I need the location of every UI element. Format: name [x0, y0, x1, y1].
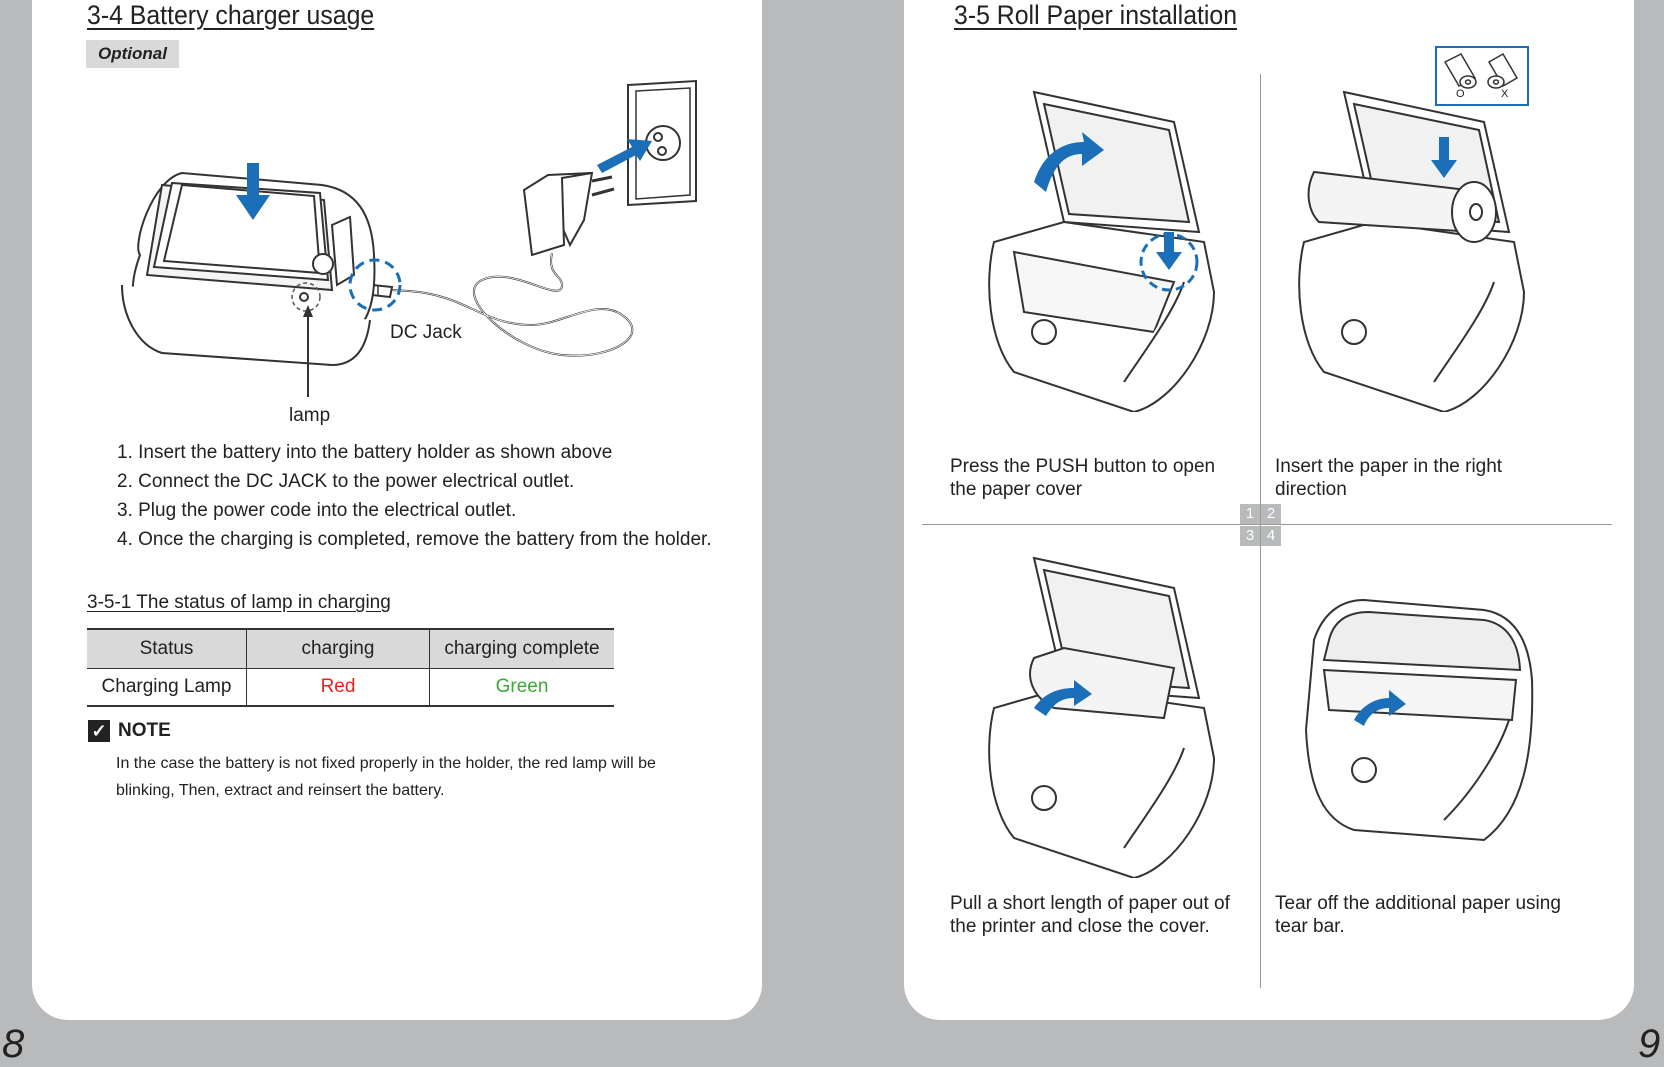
printer-tear-paper-illustration [1304, 598, 1534, 842]
right-page: 3-5 Roll Paper installation 1 2 3 4 O X [904, 0, 1634, 1020]
tear-paper-arrow-icon [1354, 690, 1406, 726]
table-cell: Charging Lamp [87, 668, 247, 707]
table-cell-charging: Red [246, 668, 430, 707]
caption-step-3: Pull a short length of paper out of the … [950, 893, 1230, 937]
note-heading: ✓ NOTE [88, 720, 171, 742]
section-title-roll-paper: 3-5 Roll Paper installation [954, 0, 1238, 30]
grid-number: 4 [1261, 526, 1281, 546]
pull-paper-arrow-icon [1034, 680, 1092, 716]
page-number-right: 9 [1638, 1022, 1661, 1066]
table-cell-complete: Green [429, 668, 614, 707]
lamp-status-table: Status charging charging complete Chargi… [87, 628, 614, 707]
power-adapter [522, 171, 615, 257]
note-title: NOTE [118, 720, 171, 741]
vertical-divider [1260, 74, 1261, 988]
caption-step-2: Insert the paper in the right direction [1275, 456, 1503, 500]
orientation-wrong-mark: X [1501, 88, 1509, 100]
grid-number: 1 [1240, 504, 1260, 524]
horizontal-divider [922, 524, 1612, 525]
dc-jack-label: DC Jack [390, 322, 462, 343]
insert-paper-arrow-icon [1431, 137, 1457, 178]
step-item: 2. Connect the DC JACK to the power elec… [117, 471, 575, 492]
checkmark-icon: ✓ [88, 720, 110, 742]
optional-tag: Optional [86, 40, 179, 68]
printer-pull-paper-illustration [988, 556, 1216, 878]
grid-number: 3 [1240, 526, 1260, 546]
battery-charger-illustration [121, 79, 697, 397]
printer-insert-paper-illustration [1298, 90, 1526, 412]
table-header: charging [246, 628, 430, 669]
plug-arrow-icon [597, 139, 652, 173]
step-item: 1. Insert the battery into the battery h… [117, 442, 613, 463]
open-cover-arrow-icon [1034, 132, 1104, 192]
section-title-battery-charger: 3-4 Battery charger usage [87, 0, 375, 30]
push-arrow-icon [1156, 232, 1182, 270]
orientation-ok-mark: O [1456, 88, 1465, 100]
note-text: In the case the battery is not fixed pro… [116, 755, 656, 799]
caption-step-4: Tear off the additional paper using tear… [1275, 893, 1561, 937]
left-page: 3-4 Battery charger usage Optional [32, 0, 762, 1020]
step-item: 4. Once the charging is completed, remov… [117, 529, 712, 550]
step-item: 3. Plug the power code into the electric… [117, 500, 517, 521]
dc-jack-highlight [348, 258, 402, 312]
paper-orientation-box: O X [1435, 46, 1529, 106]
wall-outlet [627, 79, 697, 207]
paper-roll-icons [1443, 52, 1519, 89]
caption-step-1: Press the PUSH button to open the paper … [950, 456, 1216, 500]
lamp-label: lamp [289, 405, 331, 426]
table-header: charging complete [429, 628, 614, 669]
page-number-left: 8 [2, 1022, 25, 1066]
grid-number: 2 [1261, 504, 1281, 524]
table-header: Status [87, 628, 247, 669]
printer-open-cover-illustration [988, 90, 1216, 412]
insert-arrow-icon [236, 163, 270, 220]
lamp-status-subtitle: 3-5-1 The status of lamp in charging [87, 592, 391, 613]
instruction-steps: 1. Insert the battery into the battery h… [117, 438, 712, 554]
